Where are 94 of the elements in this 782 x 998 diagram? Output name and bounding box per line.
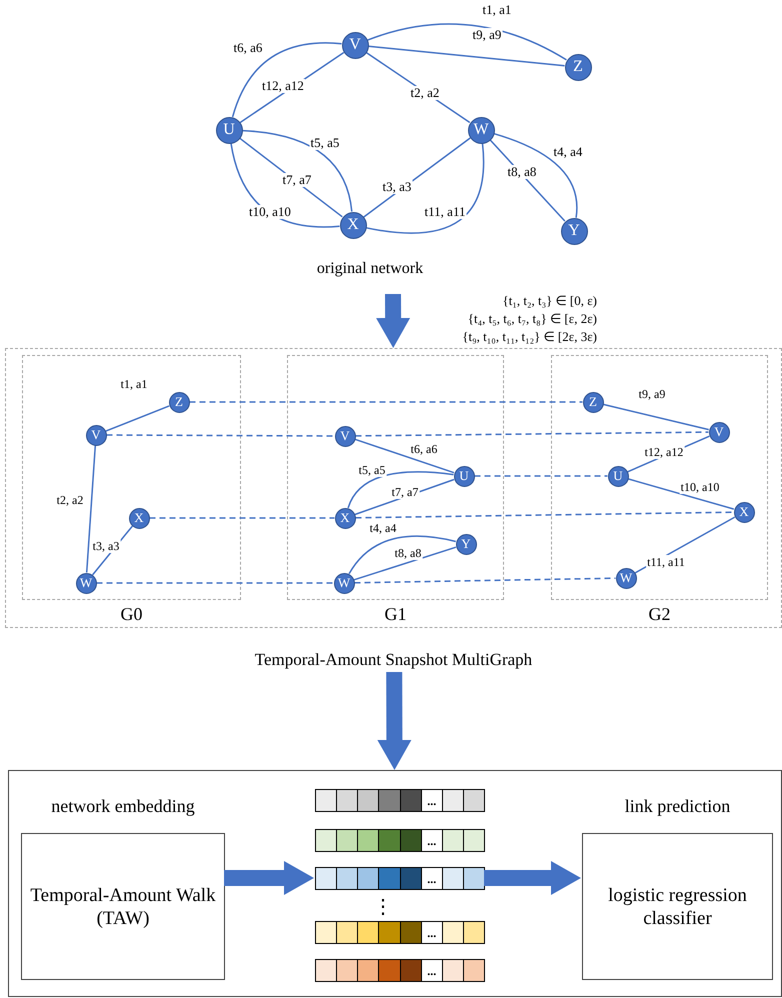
connector-line	[86, 445, 96, 573]
edge-label: t1, a1	[482, 3, 512, 17]
block-arrow	[224, 863, 314, 893]
edge-label: t6, a6	[232, 41, 264, 55]
embedding-vector	[315, 921, 485, 944]
edge-label: t12, a12	[644, 445, 684, 459]
edge-label: t11, a11	[424, 205, 466, 219]
edge-label: t7, a7	[282, 173, 312, 187]
graph-node: Y	[560, 218, 588, 244]
edge-label: t2, a2	[56, 493, 84, 507]
graph-node: Z	[168, 392, 190, 412]
embedding-vector	[315, 829, 485, 852]
section-heading: link prediction	[624, 796, 732, 817]
dashed-connector	[96, 582, 334, 584]
graph-node: W	[76, 572, 96, 594]
embedding-vector	[315, 789, 485, 812]
edge-label: t8, a8	[394, 546, 422, 560]
panel-frame	[8, 770, 782, 997]
connector-line	[354, 438, 454, 474]
connector-line	[368, 46, 565, 66]
dashed-connector	[150, 517, 334, 519]
interval-note: {t₉, t₁₀, t₁₁, t₁₂} ∈ [2ε, 3ε)	[462, 329, 597, 344]
graph-node: V	[86, 424, 106, 446]
graph-node: U	[216, 116, 242, 144]
edge-label: t4, a4	[552, 145, 584, 159]
frame-title: G2	[648, 604, 672, 625]
block-arrow	[484, 863, 581, 893]
edge-label: t9, a9	[472, 28, 502, 42]
connector-line	[367, 23, 567, 61]
edge-label: t9, a9	[638, 387, 666, 401]
interval-note: {t₁, t₂, t₃} ∈ [0, ε)	[502, 293, 597, 308]
connector-line	[603, 404, 709, 430]
connector-line	[628, 478, 734, 510]
process-box: Temporal-Amount Walk (TAW)	[21, 833, 225, 980]
embedding-vector	[315, 867, 485, 890]
connector-line	[106, 405, 170, 432]
graph-node: V	[342, 32, 368, 58]
graph-node: X	[734, 502, 754, 522]
edge-label: t3, a3	[382, 180, 412, 194]
ellipsis-text: ...	[427, 834, 436, 846]
graph-node: Y	[456, 534, 476, 554]
dashed-connector	[356, 431, 708, 437]
edge-label: t2, a2	[410, 86, 440, 100]
dashed-connector	[354, 577, 616, 584]
block-arrow	[378, 294, 408, 348]
ellipsis-text: ...	[427, 964, 436, 976]
interval-note: {t₄, t₅, t₆, t₇, t₈} ∈ [ε, 2ε)	[468, 311, 597, 326]
ellipsis-text: ...	[427, 926, 436, 938]
dashed-connector	[474, 475, 608, 477]
edge-label: t6, a6	[410, 442, 438, 456]
edge-label: t5, a5	[358, 463, 386, 477]
graph-node: V	[708, 422, 730, 442]
graph-node: W	[468, 116, 494, 144]
edge-label: t7, a7	[390, 485, 420, 499]
block-arrow	[379, 672, 410, 770]
graph-node: X	[340, 212, 366, 238]
edge-label: t11, a11	[646, 555, 686, 569]
ellipsis-text: ...	[427, 794, 436, 806]
dashed-connector	[355, 511, 734, 519]
ellipsis-text: ...	[427, 872, 436, 884]
connector-line	[242, 130, 353, 212]
graph-caption: original network	[316, 260, 424, 278]
frame-title: G1	[384, 604, 408, 625]
edge-label: t8, a8	[506, 165, 538, 179]
section-heading: network embedding	[50, 796, 196, 817]
dashed-connector	[106, 434, 334, 437]
graph-node: X	[334, 508, 356, 528]
vertical-ellipsis: ⋮	[373, 896, 393, 918]
dashed-connector	[190, 401, 582, 403]
graph-node: U	[454, 466, 474, 486]
graph-node: X	[128, 508, 150, 528]
edge-label: t10, a10	[248, 205, 292, 219]
graph-node: W	[616, 568, 636, 588]
connector-line	[354, 546, 456, 581]
edge-label: t5, a5	[310, 136, 340, 150]
graph-node: V	[334, 426, 356, 446]
connector-line	[232, 42, 342, 118]
connector-line	[348, 535, 456, 574]
edge-label: t1, a1	[120, 377, 148, 391]
connector-line	[366, 143, 484, 234]
graph-node: Z	[582, 392, 604, 412]
graph-node: Z	[564, 54, 592, 80]
connector-line	[494, 132, 578, 218]
connector-line	[347, 471, 454, 508]
edge-label: t10, a10	[680, 480, 720, 494]
frame-title: G0	[120, 604, 144, 625]
embedding-vector	[315, 959, 485, 982]
graph-node: U	[608, 466, 628, 486]
process-box: logistic regression classifier	[582, 833, 773, 980]
frame-title: Temporal-Amount Snapshot MultiGraph	[254, 650, 534, 670]
graph-node: W	[334, 572, 354, 594]
edge-label: t4, a4	[368, 521, 398, 535]
edge-label: t12, a12	[261, 79, 305, 93]
edge-label: t3, a3	[92, 539, 120, 553]
